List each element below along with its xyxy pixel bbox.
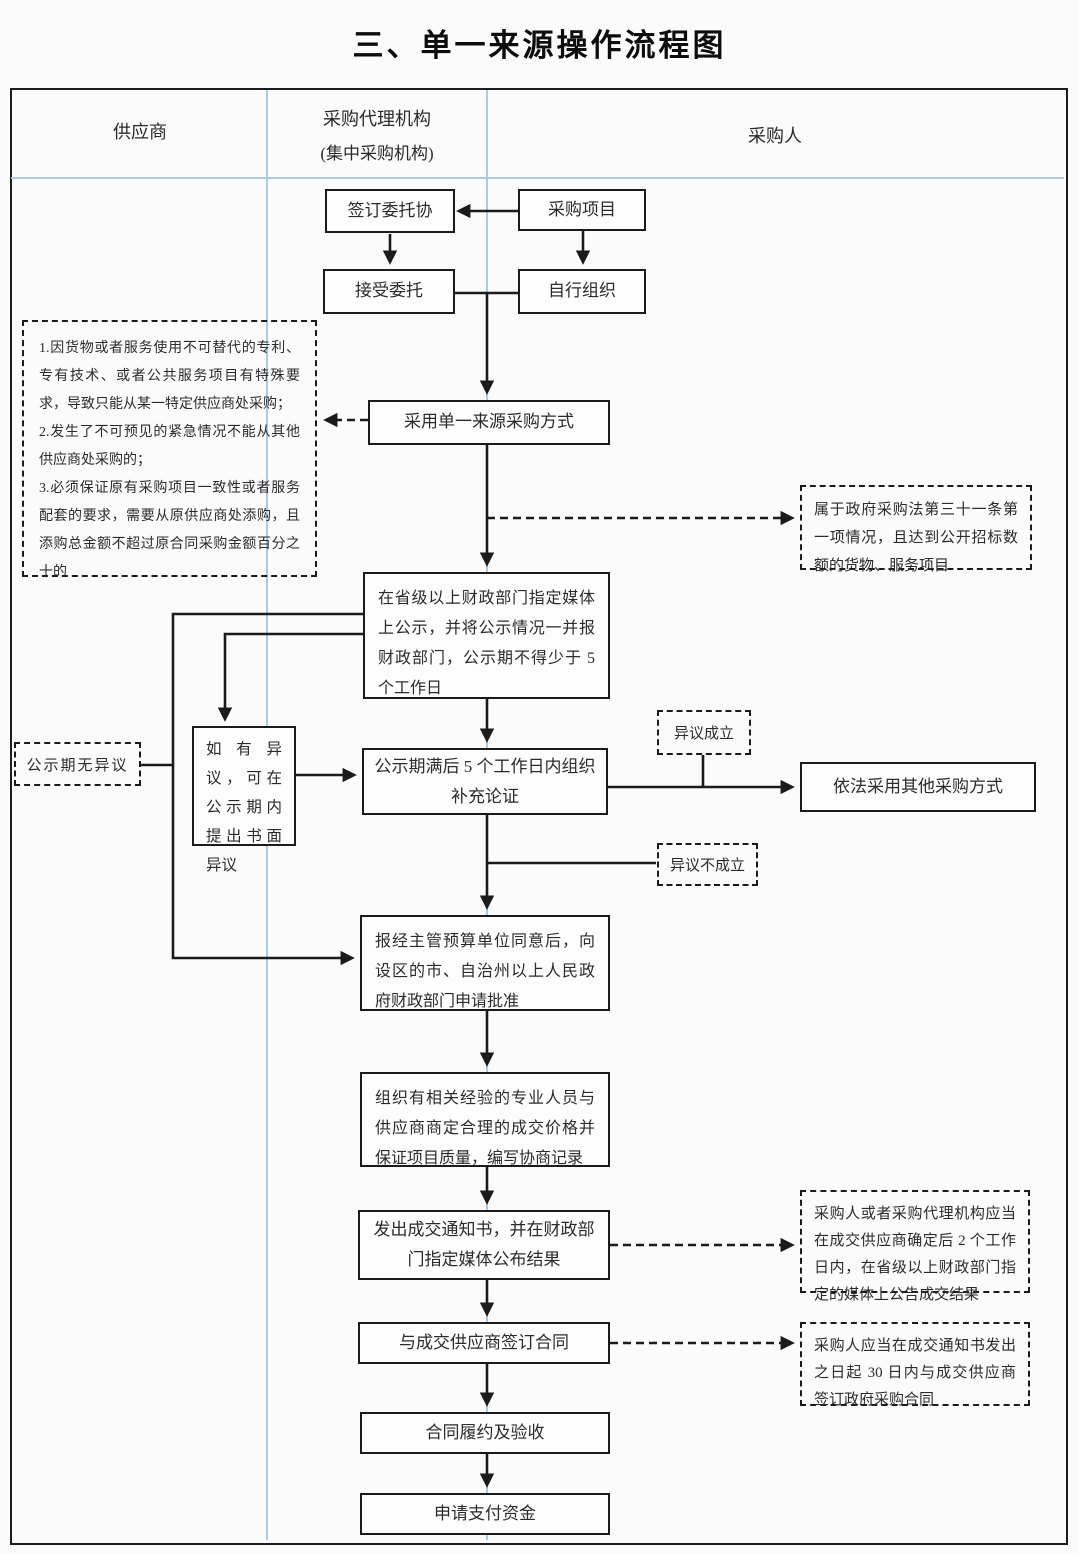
flow-node-sign-agreement: 签订委托协 (325, 189, 455, 233)
lane-header-supplier: 供应商 (113, 122, 167, 142)
flow-node-procurement-project: 采购项目 (518, 189, 646, 231)
note-condition-1: 1.因货物或者服务使用不可替代的专利、专有技术、或者公共服务项目有特殊要求，导致… (39, 341, 300, 412)
flow-node-other-method: 依法采用其他采购方式 (800, 762, 1036, 812)
note-objection-valid: 异议成立 (657, 710, 751, 755)
note-no-objection: 公示期无异议 (14, 742, 141, 786)
lane-header-agency-subtitle: (集中采购机构) (320, 144, 434, 163)
note-announce-result-rule: 采购人或者采购代理机构应当在成交供应商确定后 2 个工作日内，在省级以上财政部门… (800, 1190, 1030, 1303)
lane-header-agency-title: 采购代理机构 (323, 109, 431, 129)
note-condition-3: 3.必须保证原有采购项目一致性或者服务配套的要求，需要从原供应商处添购，且添购总… (39, 481, 300, 580)
note-law-article-scope: 属于政府采购法第三十一条第一项情况，且达到公开招标数额的货物、服务项目 (800, 485, 1032, 574)
flow-node-accept-entrustment: 接受委托 (323, 269, 455, 314)
flow-node-approval: 报经主管预算单位同意后，向设区的市、自治州以上人民政府财政部门申请批准 (360, 915, 610, 1011)
lane-header-purchaser: 采购人 (748, 126, 802, 146)
flow-node-negotiation: 组织有相关经验的专业人员与供应商商定合理的成交价格并保证项目质量，编写协商记录 (360, 1072, 610, 1167)
flow-node-supplement-demonstration: 公示期满后 5 个工作日内组织补充论证 (362, 748, 608, 815)
flow-node-objection: 如有异议，可在公示期内提出书面异议 (192, 726, 296, 874)
lane-header-separator (11, 177, 1064, 179)
flow-node-sign-contract: 与成交供应商签订合同 (358, 1322, 610, 1364)
note-objection-invalid: 异议不成立 (657, 843, 758, 886)
flow-node-single-source-method: 采用单一来源采购方式 (368, 400, 610, 445)
diagram-border (10, 88, 1068, 1545)
flow-node-publicity: 在省级以上财政部门指定媒体上公示，并将公示情况一并报财政部门，公示期不得少于 5… (363, 572, 610, 699)
flow-node-award-notice: 发出成交通知书，并在财政部门指定媒体公布结果 (358, 1210, 610, 1280)
note-contract-deadline-rule: 采购人应当在成交通知书发出之日起 30 日内与成交供应商签订政府采购合同 (800, 1322, 1030, 1408)
note-condition-2: 2.发生了不可预见的紧急情况不能从其他供应商处采购的； (39, 425, 300, 468)
flow-node-self-organize: 自行组织 (518, 269, 646, 314)
lane-header-agency: 采购代理机构 (集中采购机构) (287, 105, 467, 164)
page-title: 三、单一来源操作流程图 (352, 28, 727, 63)
flow-node-payment-request: 申请支付资金 (360, 1493, 610, 1535)
note-single-source-conditions: 1.因货物或者服务使用不可替代的专利、专有技术、或者公共服务项目有特殊要求，导致… (22, 320, 317, 580)
flow-node-contract-performance: 合同履约及验收 (360, 1412, 610, 1454)
